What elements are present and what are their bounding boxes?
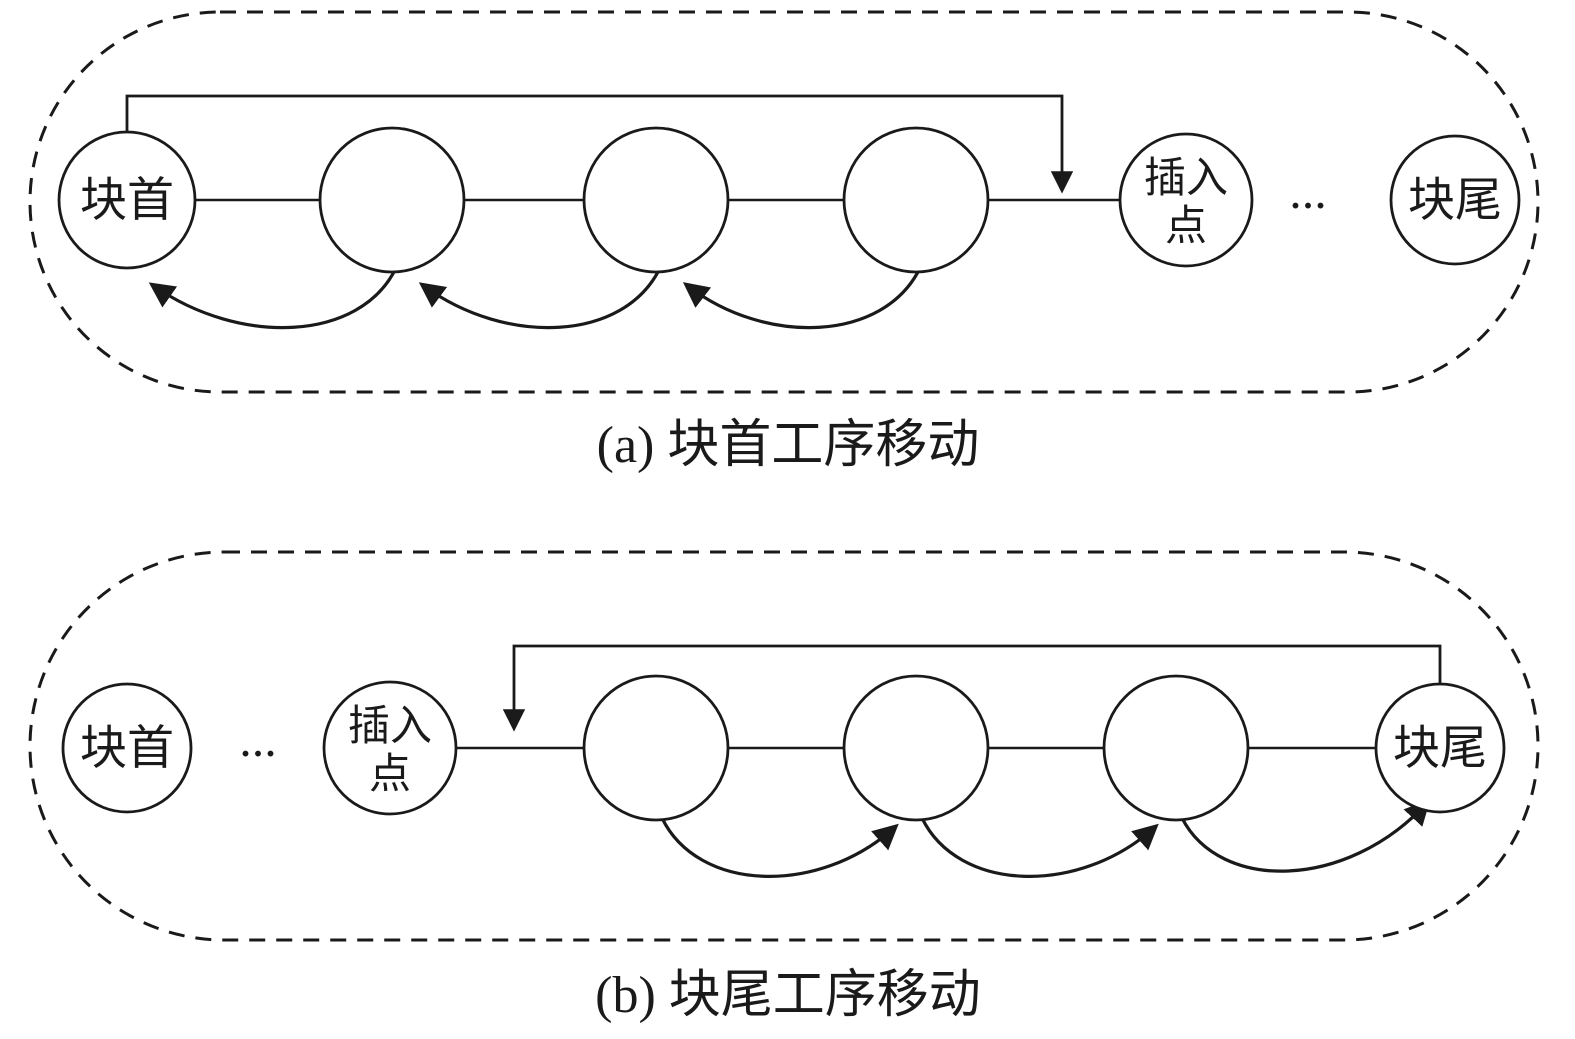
node-b-insert-label-line2: 点: [369, 752, 411, 798]
node-b-insert-point: [322, 680, 458, 816]
diagram-b: 块首 ... 插入 点 块尾 (b) 块尾工序移动: [28, 550, 1540, 1024]
node-b-op-3: [1102, 674, 1250, 822]
shift-left-arrow-2: [418, 267, 662, 330]
node-a-insert-label-line1: 插入: [1144, 156, 1228, 202]
node-a-op-1: [318, 126, 466, 274]
shift-left-arrow-1: [148, 267, 398, 330]
caption-b: (b) 块尾工序移动: [595, 967, 981, 1024]
diagram-b-ellipsis: ...: [239, 711, 277, 767]
node-b-block-tail-label: 块尾: [1393, 723, 1487, 775]
node-a-block-head-label: 块首: [80, 175, 174, 227]
node-b-op-1: [582, 674, 730, 822]
shift-left-arrow-3: [682, 267, 922, 330]
caption-a: (a) 块首工序移动: [597, 417, 980, 474]
node-b-block-head: [61, 682, 193, 814]
shift-right-arrow-3: [1180, 799, 1431, 873]
node-a-op-3: [842, 126, 990, 274]
insertion-move-arrow-b: [502, 644, 1442, 732]
node-a-insert-point: [1118, 132, 1254, 268]
shift-right-arrow-1: [660, 817, 899, 878]
insertion-move-arrow-a: [125, 94, 1074, 194]
node-a-op-2: [582, 126, 730, 274]
node-b-op-2: [842, 674, 990, 822]
diagram-a: 块首 插入 点 ... 块尾 (a) 块首工序移动: [28, 10, 1540, 474]
node-b-block-tail: [1374, 682, 1506, 814]
node-a-insert-label-line2: 点: [1165, 204, 1207, 250]
shift-right-arrow-2: [920, 817, 1159, 878]
diagram-a-ellipsis: ...: [1289, 163, 1327, 219]
node-a-block-tail-label: 块尾: [1408, 175, 1502, 227]
node-b-block-head-label: 块首: [80, 723, 174, 775]
node-b-insert-label-line1: 插入: [348, 704, 432, 750]
node-a-block-head: [57, 130, 197, 270]
node-a-block-tail: [1389, 134, 1521, 266]
